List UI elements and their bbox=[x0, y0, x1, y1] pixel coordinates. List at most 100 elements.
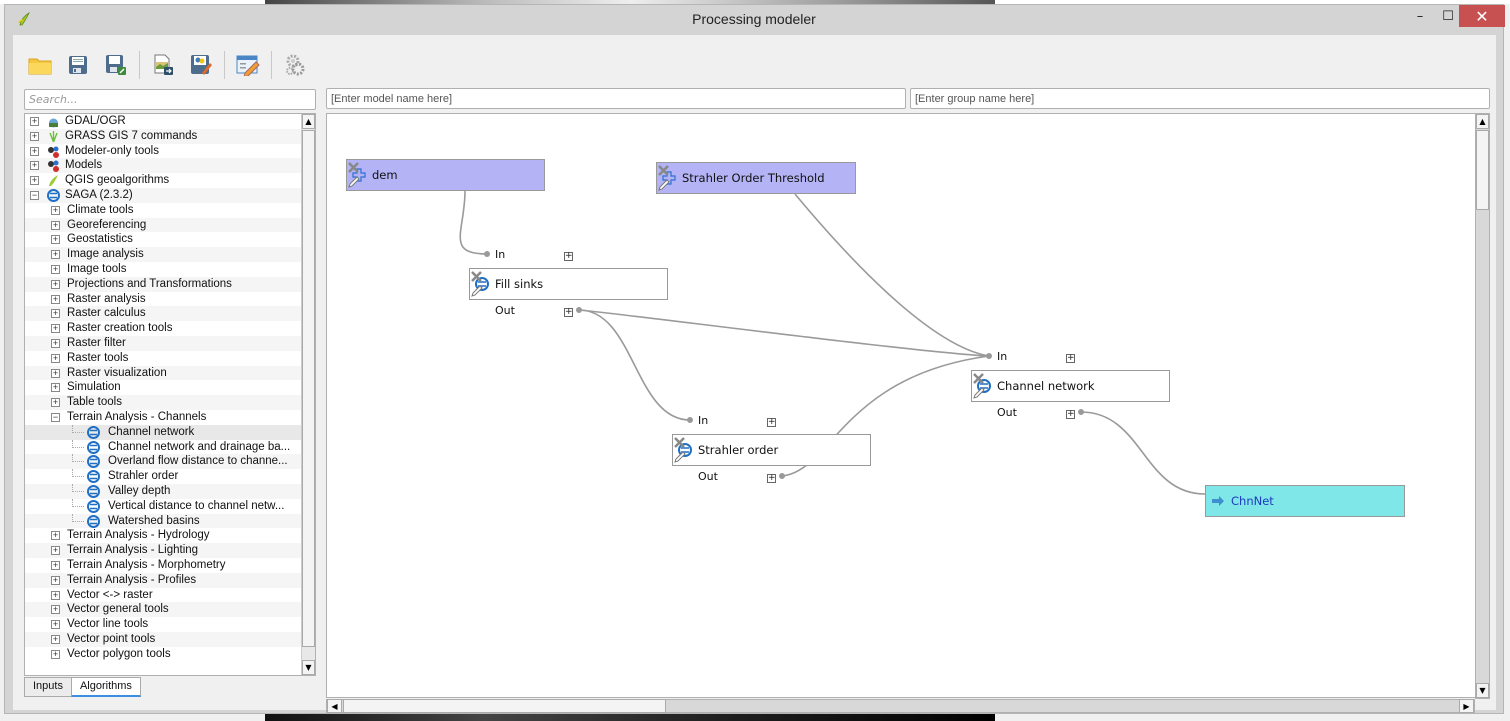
tree-item-group[interactable]: +Projections and Transformations bbox=[25, 276, 315, 292]
group-name-input[interactable]: [Enter group name here] bbox=[910, 88, 1490, 109]
tree-item-group[interactable]: +Vector general tools bbox=[25, 602, 315, 618]
edit-pencil-icon[interactable] bbox=[972, 387, 985, 400]
export-python-button[interactable] bbox=[186, 50, 216, 80]
scroll-down-button[interactable]: ▼ bbox=[302, 660, 315, 675]
expand-toggle[interactable]: + bbox=[51, 308, 60, 319]
save-as-model-button[interactable] bbox=[101, 50, 131, 80]
tree-item-algorithm[interactable]: Channel network and drainage ba... bbox=[25, 439, 315, 455]
expand-toggle[interactable]: + bbox=[30, 145, 39, 156]
expand-toggle[interactable]: + bbox=[51, 293, 60, 304]
input-node-dem[interactable]: dem bbox=[346, 159, 545, 191]
expand-toggle[interactable]: + bbox=[51, 234, 60, 245]
tree-item-group[interactable]: +Image analysis bbox=[25, 247, 315, 262]
tree-item-provider[interactable]: +GRASS GIS 7 commands bbox=[25, 128, 315, 144]
export-image-button[interactable] bbox=[148, 50, 178, 80]
tree-item-algorithm[interactable]: Channel network bbox=[25, 424, 315, 440]
expand-toggle[interactable]: + bbox=[30, 116, 39, 126]
close-button[interactable]: ✕ bbox=[1459, 5, 1505, 27]
expand-toggle[interactable]: + bbox=[51, 574, 60, 585]
expand-toggle[interactable]: − bbox=[51, 411, 60, 422]
tree-item-group[interactable]: +Geostatistics bbox=[25, 232, 315, 247]
expand-toggle[interactable]: + bbox=[51, 382, 60, 393]
tree-item-group[interactable]: +Terrain Analysis - Lighting bbox=[25, 543, 315, 558]
expand-inputs-toggle[interactable]: + bbox=[767, 417, 776, 427]
algorithm-search-input[interactable]: Search... bbox=[24, 89, 316, 110]
algorithm-node-strahler-order[interactable]: Strahler order bbox=[672, 434, 871, 466]
expand-toggle[interactable]: + bbox=[51, 559, 60, 570]
scroll-thumb[interactable] bbox=[343, 699, 666, 713]
expand-inputs-toggle[interactable]: + bbox=[1066, 353, 1075, 363]
tree-item-group[interactable]: +Vector line tools bbox=[25, 617, 315, 632]
tab-algorithms[interactable]: Algorithms bbox=[70, 677, 141, 697]
tree-item-algorithm[interactable]: Vertical distance to channel netw... bbox=[25, 498, 315, 514]
expand-toggle[interactable]: + bbox=[51, 633, 60, 644]
algorithm-node-fill-sinks[interactable]: Fill sinks bbox=[469, 268, 668, 300]
delete-icon[interactable] bbox=[673, 436, 686, 449]
title-bar[interactable]: Processing modeler – ☐ ✕ bbox=[5, 5, 1505, 33]
tree-item-group[interactable]: +Terrain Analysis - Profiles bbox=[25, 572, 315, 588]
tree-item-provider[interactable]: −SAGA (2.3.2) bbox=[25, 187, 315, 203]
expand-toggle[interactable]: + bbox=[51, 619, 60, 630]
canvas-vertical-scrollbar[interactable]: ▲ ▼ bbox=[1475, 113, 1490, 699]
expand-toggle[interactable]: − bbox=[30, 189, 39, 200]
tree-item-provider[interactable]: +GDAL/OGR bbox=[25, 114, 315, 129]
tree-item-group[interactable]: +Vector <-> raster bbox=[25, 588, 315, 603]
tree-item-group[interactable]: +Raster calculus bbox=[25, 306, 315, 322]
tree-item-group[interactable]: +Raster filter bbox=[25, 335, 315, 351]
algorithm-node-channel-network[interactable]: Channel network bbox=[971, 370, 1170, 402]
tree-item-group[interactable]: +Georeferencing bbox=[25, 217, 315, 233]
expand-toggle[interactable]: + bbox=[30, 160, 39, 171]
expand-toggle[interactable]: + bbox=[51, 397, 60, 408]
expand-toggle[interactable]: + bbox=[51, 545, 60, 556]
tree-item-group[interactable]: +Raster creation tools bbox=[25, 321, 315, 336]
expand-toggle[interactable]: + bbox=[51, 337, 60, 348]
edit-pencil-icon[interactable] bbox=[657, 179, 670, 192]
delete-icon[interactable] bbox=[972, 372, 985, 385]
model-name-input[interactable]: [Enter model name here] bbox=[326, 88, 906, 109]
scroll-left-button[interactable]: ◀ bbox=[327, 699, 342, 713]
scroll-down-button[interactable]: ▼ bbox=[1476, 683, 1489, 698]
expand-outputs-toggle[interactable]: + bbox=[767, 473, 776, 483]
expand-outputs-toggle[interactable]: + bbox=[1066, 409, 1075, 419]
maximize-button[interactable]: ☐ bbox=[1442, 8, 1454, 24]
expand-toggle[interactable]: + bbox=[51, 352, 60, 363]
expand-toggle[interactable]: + bbox=[51, 323, 60, 334]
scroll-thumb[interactable] bbox=[1476, 130, 1489, 210]
expand-toggle[interactable]: + bbox=[51, 219, 60, 230]
port-dot[interactable] bbox=[779, 473, 785, 479]
expand-toggle[interactable]: + bbox=[51, 589, 60, 600]
expand-toggle[interactable]: + bbox=[30, 130, 39, 141]
model-canvas[interactable]: dem Strahler Order Threshold In + Fill s… bbox=[326, 113, 1490, 698]
tree-item-provider[interactable]: +Modeler-only tools bbox=[25, 144, 315, 159]
minimize-button[interactable]: – bbox=[1416, 8, 1424, 24]
tree-item-algorithm[interactable]: Valley depth bbox=[25, 483, 315, 499]
port-dot[interactable] bbox=[484, 251, 490, 257]
tree-item-group[interactable]: +Vector polygon tools bbox=[25, 647, 315, 662]
expand-toggle[interactable]: + bbox=[51, 648, 60, 659]
expand-toggle[interactable]: + bbox=[51, 249, 60, 260]
tree-item-algorithm[interactable]: Strahler order bbox=[25, 469, 315, 484]
delete-icon[interactable] bbox=[657, 164, 670, 177]
expand-inputs-toggle[interactable]: + bbox=[564, 251, 573, 261]
tree-item-group[interactable]: +Table tools bbox=[25, 395, 315, 410]
expand-toggle[interactable]: + bbox=[51, 604, 60, 615]
tree-item-group-expanded[interactable]: −Terrain Analysis - Channels bbox=[25, 410, 315, 425]
expand-toggle[interactable]: + bbox=[51, 278, 60, 289]
tree-item-group[interactable]: +Image tools bbox=[25, 262, 315, 277]
expand-outputs-toggle[interactable]: + bbox=[564, 307, 573, 317]
expand-toggle[interactable]: + bbox=[51, 367, 60, 378]
expand-toggle[interactable]: + bbox=[51, 204, 60, 215]
tree-item-group[interactable]: +Vector point tools bbox=[25, 631, 315, 647]
scroll-up-button[interactable]: ▲ bbox=[1476, 114, 1489, 129]
tree-item-group[interactable]: +Raster analysis bbox=[25, 292, 315, 307]
scroll-up-button[interactable]: ▲ bbox=[302, 114, 315, 129]
tree-item-group[interactable]: +Terrain Analysis - Morphometry bbox=[25, 558, 315, 573]
tree-item-group[interactable]: +Raster tools bbox=[25, 351, 315, 366]
tree-vertical-scrollbar[interactable]: ▲ ▼ bbox=[301, 114, 315, 675]
canvas-horizontal-scrollbar[interactable]: ◀ ▶ bbox=[326, 699, 1475, 713]
port-dot[interactable] bbox=[1078, 409, 1084, 415]
tree-item-algorithm[interactable]: Watershed basins bbox=[25, 513, 315, 529]
delete-icon[interactable] bbox=[347, 161, 360, 174]
expand-toggle[interactable]: + bbox=[51, 530, 60, 541]
edit-pencil-icon[interactable] bbox=[470, 285, 483, 298]
